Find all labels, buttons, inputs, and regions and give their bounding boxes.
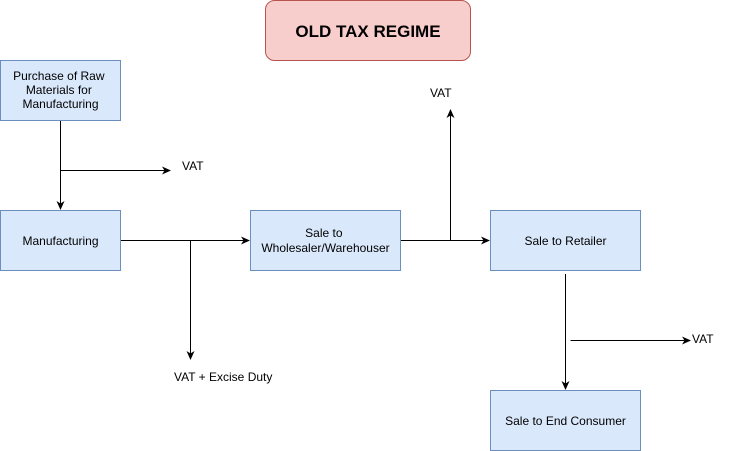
svg-text:Sale to Wholesaler/Wareh: Sale to Wholesaler/Warehouser xyxy=(261,226,389,255)
node-raw-materials-line-1: Purchase of Raw xyxy=(13,69,105,83)
node-wholesaler-line-1: Sale to xyxy=(305,226,343,240)
node-end-consumer-line-1: Sale to End Consumer xyxy=(505,414,626,428)
svg-text:Purchase of Raw Material: Purchase of Raw Materials for Manufactur… xyxy=(13,69,108,111)
svg-text:Sale to Retailer: Sale to Retailer xyxy=(524,234,606,248)
main-flow-edges xyxy=(56,121,570,390)
tax-branch-edges xyxy=(60,109,691,360)
node-raw-materials-line-3: Manufacturing xyxy=(22,97,98,111)
node-manufacturing-line-1: Manufacturing xyxy=(22,234,98,248)
node-end-consumer: Sale to End Consumer xyxy=(490,390,641,451)
edge-label-vat-excise: VAT + Excise Duty xyxy=(174,370,272,384)
edge-label-vat-raw: VAT xyxy=(182,159,204,173)
edge-label-vat-retail: VAT xyxy=(692,332,714,346)
svg-text:Sale to End Consumer: Sale to End Consumer xyxy=(505,414,626,428)
node-wholesaler-line-2: Wholesaler/Warehouser xyxy=(261,241,389,255)
diagram-title: OLD TAX REGIME xyxy=(295,22,440,41)
svg-text:Manufacturing: Manufacturing xyxy=(22,234,98,248)
title-box: OLD TAX REGIME xyxy=(265,0,471,61)
edge-label-vat-wholesale: VAT xyxy=(430,86,452,100)
node-wholesaler: Sale to Wholesaler/Warehouser xyxy=(250,210,401,271)
node-manufacturing: Manufacturing xyxy=(0,210,121,271)
node-retailer: Sale to Retailer xyxy=(490,210,641,271)
node-retailer-line-1: Sale to Retailer xyxy=(524,234,606,248)
node-raw-materials: Purchase of Raw Materials for Manufactur… xyxy=(0,60,121,121)
node-raw-materials-line-2: Materials for xyxy=(26,83,92,97)
